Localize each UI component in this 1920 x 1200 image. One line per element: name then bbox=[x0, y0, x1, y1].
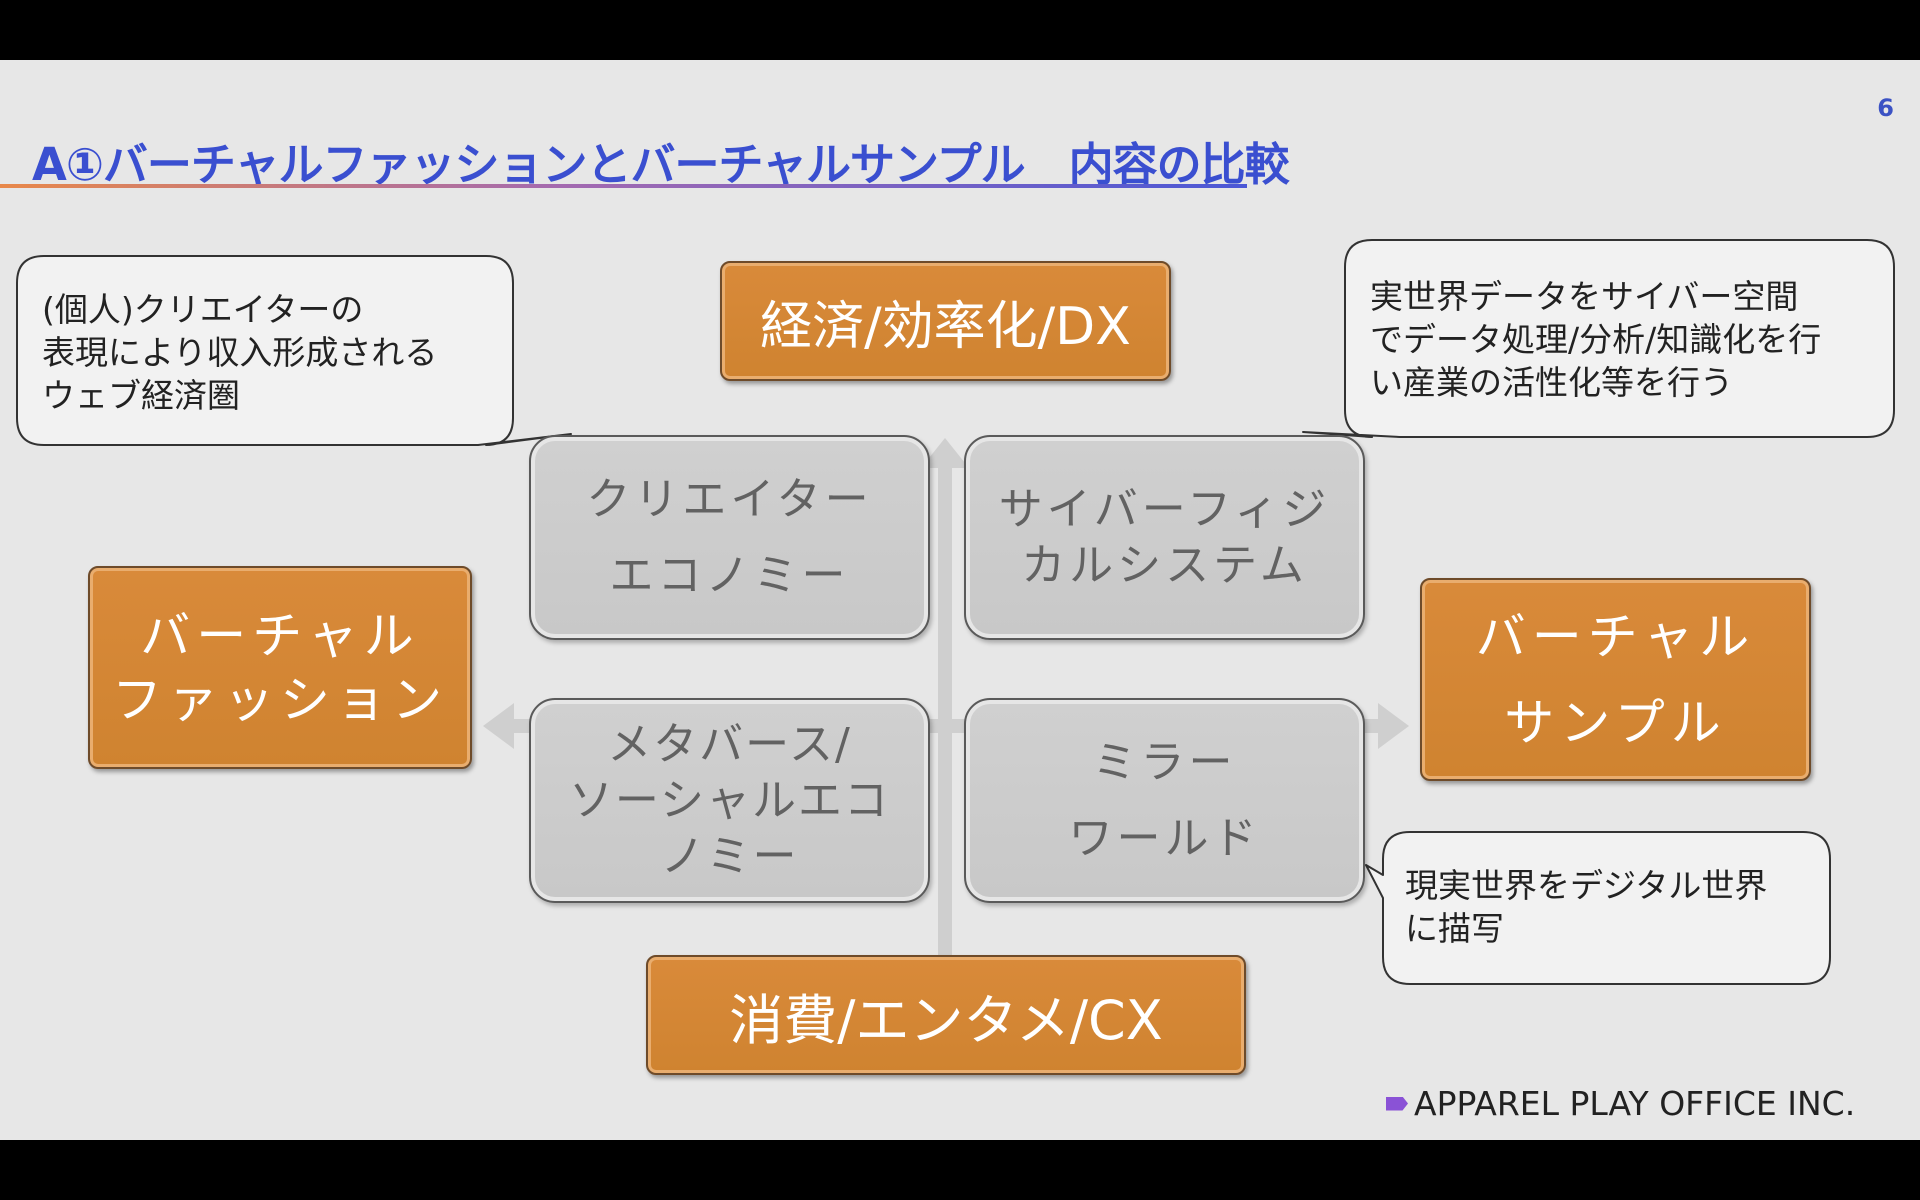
slide-title: A①バーチャルファッションとバーチャルサンプル 内容の比較 bbox=[32, 138, 1290, 191]
callout-text-bottom-right: 現実世界をデジタル世界 に描写 bbox=[1405, 864, 1767, 950]
arrow-left-head bbox=[483, 703, 514, 749]
axis-bottom-label: 消費/エンタメ/CX bbox=[729, 988, 1163, 1052]
callout-line: でデータ処理/分析/知識化を行 bbox=[1370, 320, 1822, 359]
callout-bubble-tl bbox=[16, 255, 572, 446]
axis-right-label: バーチャル bbox=[1475, 607, 1756, 666]
quadrant-top-left: クリエイター エコノミー bbox=[529, 435, 930, 640]
callout-line: 表現により収入形成される bbox=[42, 333, 438, 372]
axis-top-box: 経済/効率化/DX bbox=[720, 261, 1171, 381]
quadrant-label: ワールド bbox=[1068, 812, 1261, 864]
quadrant-label: ミラー bbox=[1092, 736, 1237, 788]
slide: 6 A①バーチャルファッションとバーチャルサンプル 内容の比較 (個人)クリエイ… bbox=[0, 60, 1920, 1140]
quadrant-label: エコノミー bbox=[609, 549, 850, 601]
callout-line: (個人)クリエイターの bbox=[42, 290, 364, 329]
title-underline bbox=[0, 184, 1247, 188]
callout-bubble-br bbox=[1365, 831, 1831, 985]
axis-right-label: サンプル bbox=[1504, 693, 1727, 752]
quadrant-label: メタバース/ bbox=[607, 718, 852, 770]
callout-line: 実世界データをサイバー空間 bbox=[1370, 277, 1799, 316]
quadrant-label: サイバーフィジ bbox=[998, 483, 1331, 535]
callout-line: に描写 bbox=[1405, 909, 1504, 948]
axis-left-box: バーチャル ファッション bbox=[88, 566, 472, 769]
callout-line: 現実世界をデジタル世界 bbox=[1405, 866, 1768, 905]
company-name: APPAREL PLAY OFFICE INC. bbox=[1414, 1084, 1856, 1123]
callout-line: い産業の活性化等を行う bbox=[1370, 363, 1733, 402]
arrow-up-head bbox=[921, 438, 969, 468]
arrow-right-head bbox=[1378, 703, 1409, 749]
axis-left-label: バーチャル bbox=[140, 606, 420, 665]
callout-bubble-tr bbox=[1302, 239, 1895, 438]
page-number: 6 bbox=[1877, 94, 1894, 122]
axis-right-box: バーチャル サンプル bbox=[1420, 578, 1811, 781]
callout-shapes bbox=[16, 239, 1895, 985]
pentagon-arrow-icon bbox=[1386, 1096, 1408, 1111]
callout-text-top-left: (個人)クリエイターの 表現により収入形成される ウェブ経済圏 bbox=[42, 288, 437, 417]
footer: APPAREL PLAY OFFICE INC. bbox=[1386, 1084, 1855, 1123]
axis-left-label: ファッション bbox=[112, 670, 448, 729]
axis-top-label: 経済/効率化/DX bbox=[760, 296, 1131, 357]
quadrant-label: ノミー bbox=[660, 830, 799, 882]
quadrant-bottom-right: ミラー ワールド bbox=[964, 698, 1365, 903]
quadrant-label: カルシステム bbox=[1021, 539, 1308, 591]
quadrant-bottom-left: メタバース/ ソーシャルエコ ノミー bbox=[529, 698, 930, 903]
quadrant-label: ソーシャルエコ bbox=[568, 774, 891, 826]
callout-text-top-right: 実世界データをサイバー空間 でデータ処理/分析/知識化を行 い産業の活性化等を行… bbox=[1370, 275, 1821, 404]
callout-line: ウェブ経済圏 bbox=[42, 376, 240, 415]
quadrant-label: クリエイター bbox=[586, 473, 873, 525]
axis-bottom-box: 消費/エンタメ/CX bbox=[646, 955, 1246, 1075]
quadrant-top-right: サイバーフィジ カルシステム bbox=[964, 435, 1365, 640]
